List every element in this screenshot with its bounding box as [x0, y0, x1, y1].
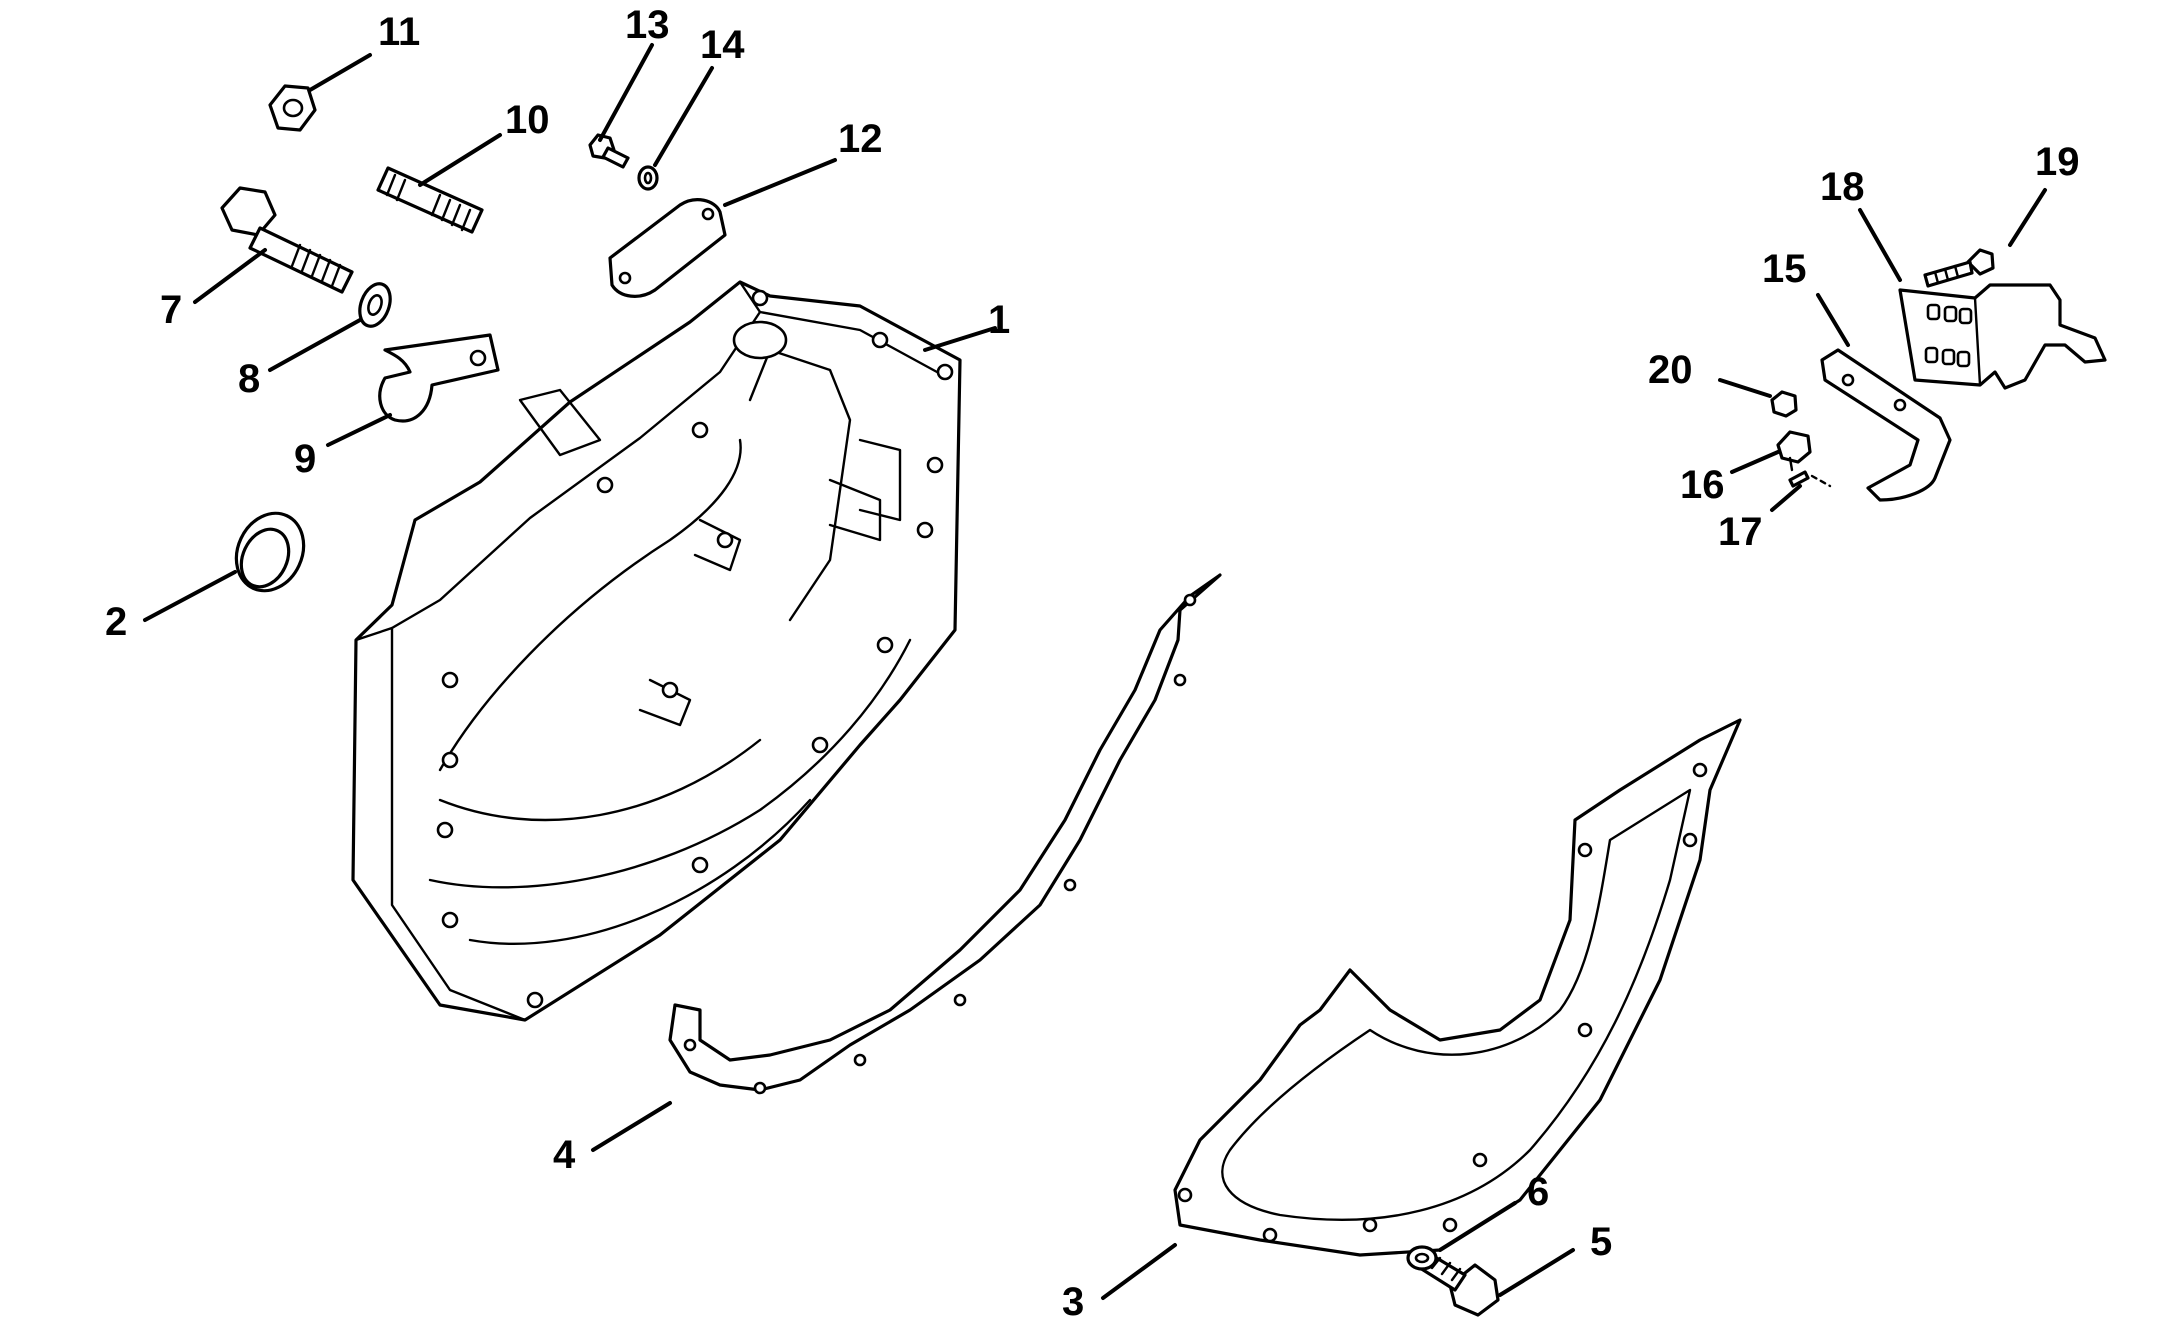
callout-15: 15	[1762, 247, 1807, 291]
part-8-washer	[358, 282, 392, 328]
part-4-gasket	[668, 573, 1222, 1095]
leader-8	[268, 318, 362, 372]
part-14-washer	[637, 165, 659, 191]
callout-13: 13	[625, 3, 670, 47]
part-6-washer	[1406, 1245, 1438, 1271]
callout-6: 6	[1527, 1170, 1549, 1214]
leader-3	[1101, 1243, 1177, 1300]
leader-19	[2008, 188, 2047, 247]
leader-2	[143, 570, 237, 622]
leader-16	[1730, 450, 1780, 474]
leader-1	[923, 326, 997, 352]
callout-20: 20	[1648, 348, 1693, 392]
callout-10: 10	[505, 98, 550, 142]
part-1-flywheel-housing	[351, 280, 962, 1022]
leader-15	[1816, 293, 1850, 347]
leader-5	[1498, 1248, 1575, 1297]
leader-20	[1718, 378, 1772, 398]
callout-9: 9	[294, 437, 316, 481]
leader-10	[418, 133, 502, 187]
leader-11	[308, 53, 372, 92]
part-13-screw	[588, 133, 630, 169]
callout-14: 14	[700, 23, 745, 67]
callout-18: 18	[1820, 165, 1865, 209]
part-17-pin	[1788, 470, 1832, 488]
callout-3: 3	[1062, 1280, 1084, 1323]
callout-labels: 1 2 3 4 5 6 7 8 9 10 11 12 13 14 15 16 1…	[105, 3, 2080, 1323]
leader-lines	[143, 43, 2047, 1300]
leader-4	[591, 1101, 672, 1152]
callout-19: 19	[2035, 140, 2080, 184]
callout-1: 1	[988, 298, 1010, 342]
part-18-terminal-block	[1898, 283, 2107, 390]
callout-12: 12	[838, 117, 883, 161]
callout-7: 7	[160, 288, 182, 332]
leader-17	[1770, 484, 1802, 512]
callout-2: 2	[105, 600, 127, 644]
part-12-cover	[608, 198, 727, 298]
callout-4: 4	[553, 1133, 576, 1177]
part-20-nut	[1770, 390, 1798, 418]
part-7-bolt	[220, 186, 354, 294]
part-2-seal	[234, 511, 306, 593]
part-3-cover-plate	[1173, 718, 1742, 1257]
leader-6	[1438, 1201, 1517, 1252]
part-9-clip	[378, 333, 500, 423]
part-16-screw	[1776, 430, 1812, 472]
leader-12	[723, 158, 837, 207]
part-10-stud	[376, 166, 484, 234]
callout-8: 8	[238, 357, 260, 401]
leader-14	[653, 66, 714, 167]
callout-16: 16	[1680, 463, 1725, 507]
leader-7	[193, 248, 267, 304]
callout-17: 17	[1718, 510, 1763, 554]
leader-13	[598, 43, 654, 142]
part-15-bracket	[1820, 348, 1952, 502]
part-11-nut	[268, 84, 317, 132]
leader-9	[326, 413, 392, 447]
leader-18	[1858, 208, 1902, 282]
part-19-screw	[1923, 248, 1995, 288]
callout-5: 5	[1590, 1220, 1612, 1264]
callout-11: 11	[378, 10, 420, 54]
